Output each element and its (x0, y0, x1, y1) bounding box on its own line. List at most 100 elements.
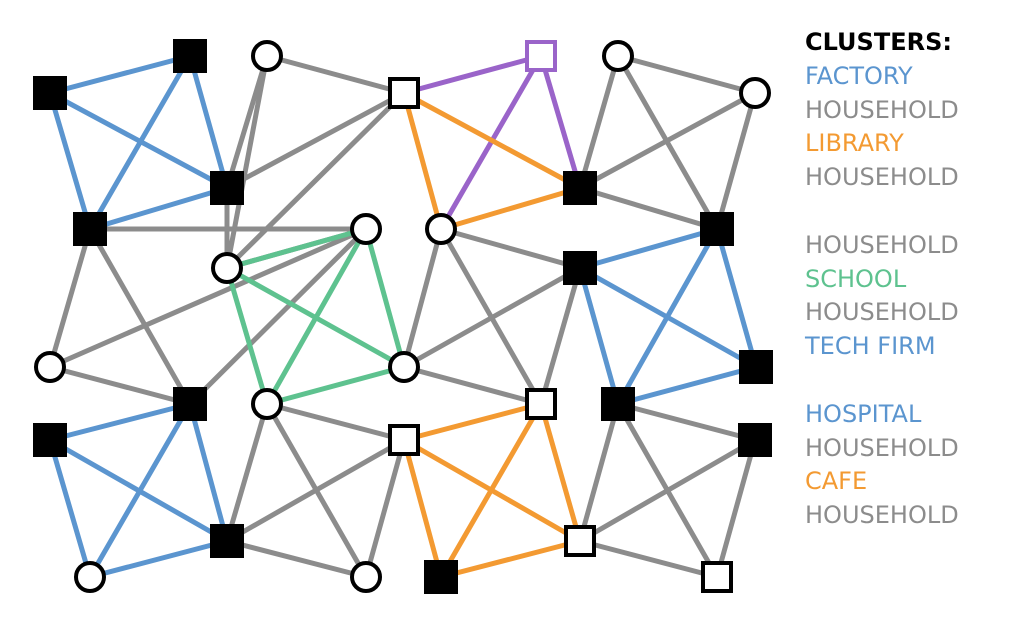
edge-n8-n12 (401, 90, 444, 232)
legend-item-school: SCHOOL (805, 264, 907, 293)
edge-n1-n2 (47, 53, 193, 96)
legend-item-household: HOUSEHOLD (805, 230, 959, 259)
node-open-square-n30 (701, 561, 733, 593)
edge-n23-n26 (401, 401, 544, 443)
edge-n12-n15 (438, 226, 583, 271)
edge-n8-n11 (401, 90, 583, 191)
edge-n21-n24 (224, 401, 270, 544)
node-circle-n22 (74, 561, 106, 593)
legend-item-household: HOUSEHOLD (805, 163, 959, 192)
legend-item-library: LIBRARY (805, 129, 904, 158)
node-open-square-n28 (564, 525, 596, 557)
edge-n28-n30 (577, 538, 720, 580)
node-circle-n10 (602, 40, 634, 72)
edge-n19-n22 (87, 401, 193, 580)
edge-n19-n24 (187, 401, 230, 544)
edge-n18-n26 (401, 364, 544, 407)
edge-n4-n17 (47, 226, 93, 370)
edge-n6-n18 (224, 265, 407, 370)
node-circle-n6 (211, 252, 243, 284)
node-filled-square-n27 (601, 387, 635, 421)
edge-n29-n30 (714, 437, 758, 580)
edge-n25-n28 (438, 538, 583, 580)
edge-n21-n23 (264, 401, 407, 443)
edge-n7-n14 (714, 90, 758, 232)
edge-n12-n18 (401, 226, 444, 370)
edge-n13-n17 (47, 226, 369, 370)
edge-n11-n14 (577, 185, 720, 232)
node-filled-square-n29 (738, 423, 772, 457)
edge-n23-n31 (363, 437, 407, 580)
edge-n11-n12 (438, 185, 583, 232)
edge-n3-n4 (87, 185, 230, 232)
edge-n20-n19 (47, 401, 193, 443)
legend-item-household: HOUSEHOLD (805, 501, 959, 530)
node-open-square-n23 (388, 424, 420, 456)
edge-n15-n27 (577, 265, 621, 407)
node-filled-square-n25 (424, 560, 458, 594)
edge-n2-n3 (187, 53, 230, 191)
edge-n20-n22 (47, 437, 93, 580)
legend-item-household: HOUSEHOLD (805, 433, 959, 462)
node-circle-n12 (425, 213, 457, 245)
node-filled-square-n19 (173, 387, 207, 421)
edge-n8-n9 (401, 53, 544, 96)
edge-n23-n25 (401, 437, 444, 580)
node-filled-square-n15 (563, 251, 597, 285)
edge-n27-n29 (615, 401, 758, 443)
edge-n14-n27 (615, 226, 720, 407)
edge-n13-n6 (224, 226, 369, 271)
edge-n10-n7 (615, 53, 758, 96)
edge-n13-n19 (187, 226, 369, 407)
legend-item-factory: FACTORY (805, 61, 913, 90)
node-open-square-n26 (525, 388, 557, 420)
edge-n11-n7 (577, 90, 758, 191)
legend-spacer (805, 364, 959, 398)
node-circle-n21 (251, 388, 283, 420)
edge-n6-n8 (224, 90, 407, 271)
edge-n5-n8 (264, 53, 407, 96)
edge-n17-n19 (47, 364, 193, 407)
edge-layer (47, 53, 759, 580)
node-filled-square-n11 (563, 171, 597, 205)
network-diagram (33, 39, 773, 594)
legend-title: CLUSTERS: (805, 28, 952, 56)
edge-n24-n31 (224, 538, 369, 580)
edge-n15-n18 (401, 265, 583, 370)
edge-n26-n25 (438, 401, 544, 580)
edge-n5-n6 (224, 53, 270, 271)
node-circle-n5 (251, 40, 283, 72)
node-open-square-purple-n9 (525, 40, 557, 72)
edge-n15-n26 (538, 265, 583, 407)
node-filled-square-n14 (700, 212, 734, 246)
legend-spacer (805, 195, 959, 229)
edge-n18-n21 (264, 364, 407, 407)
legend-item-tech-firm: TECH FIRM (805, 332, 936, 361)
edge-n3-n8 (224, 90, 407, 191)
edge-n22-n24 (87, 538, 230, 580)
node-open-square-n8 (388, 77, 420, 109)
node-filled-square-n24 (210, 524, 244, 558)
node-filled-square-n3 (210, 171, 244, 205)
node-filled-square-n2 (173, 39, 207, 73)
node-layer (33, 39, 773, 594)
edge-n2-n4 (87, 53, 193, 232)
node-filled-square-n1 (33, 76, 67, 110)
legend-item-hospital: HOSPITAL (805, 399, 922, 428)
edge-n1-n4 (47, 90, 93, 232)
legend-item-household: HOUSEHOLD (805, 298, 959, 327)
legend-item-household: HOUSEHOLD (805, 95, 959, 124)
edge-n14-n16 (714, 226, 759, 370)
edge-n6-n21 (224, 265, 270, 407)
edge-n4-n19 (87, 226, 193, 407)
node-circle-n17 (34, 351, 66, 383)
node-circle-n13 (350, 213, 382, 245)
edge-n9-n11 (538, 53, 583, 191)
edge-n26-n28 (538, 401, 583, 544)
node-filled-square-n16 (739, 350, 773, 384)
cluster-legend: CLUSTERS: FACTORY HOUSEHOLD LIBRARY HOUS… (805, 26, 959, 533)
edge-n15-n14 (577, 226, 720, 271)
node-filled-square-n4 (73, 212, 107, 246)
edge-n16-n27 (615, 364, 759, 407)
node-filled-square-n20 (33, 423, 67, 457)
